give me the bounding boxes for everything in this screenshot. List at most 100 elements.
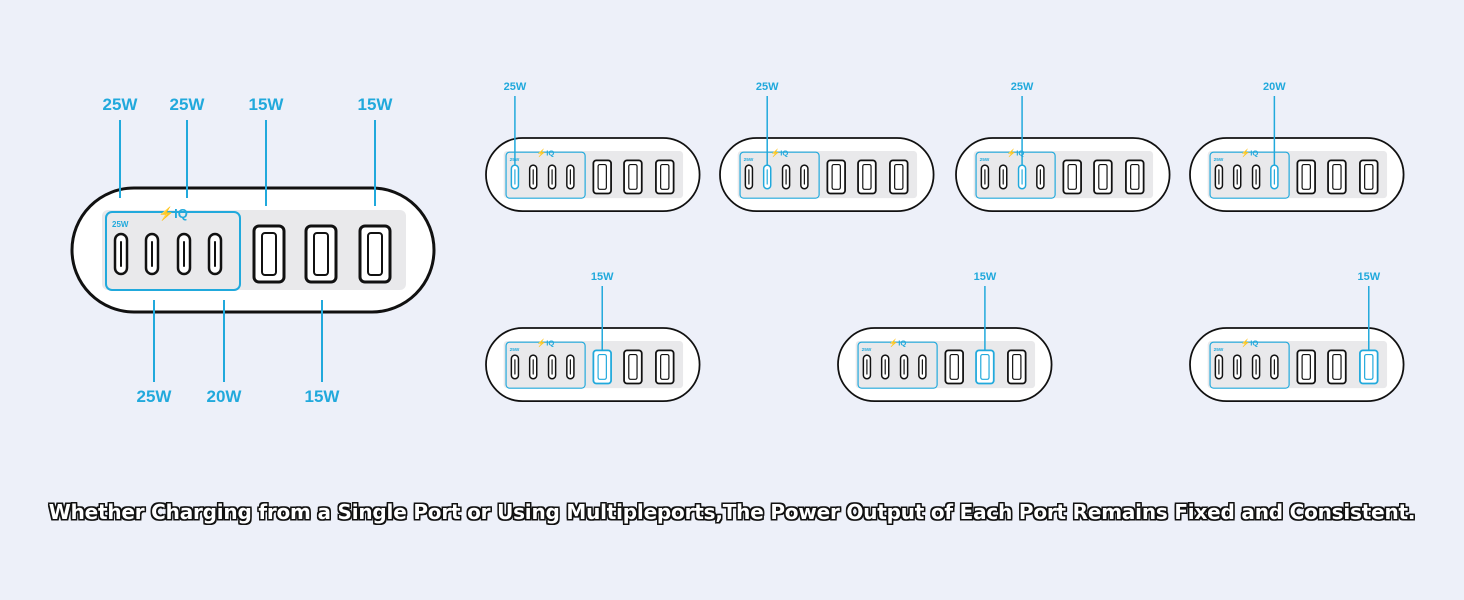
scenario-3-charger-usba-inner-2 [1098, 163, 1108, 190]
scenario-4-charger: ⚡IQ 25W [1189, 137, 1405, 213]
scenario-2-charger-usba-port-2 [857, 159, 877, 195]
scenario-2-charger-port-rating: 25W [744, 157, 754, 163]
scenario-4-charger-usba-inner-3 [1364, 163, 1374, 190]
scenario-1-charger-usba-port-2 [623, 159, 643, 195]
main-charger-unit-usba-port-1 [252, 224, 286, 284]
scenario-6-charger: ⚡IQ 25W [837, 327, 1053, 403]
scenario-1-label: 25W [504, 81, 527, 93]
scenario-7: ⚡IQ 25W 15W [1189, 271, 1405, 403]
main-top-label-1: 25W [103, 95, 139, 114]
scenario-7-charger-usba-port-3 [1359, 349, 1379, 385]
scenario-1-charger-usba-inner-2 [628, 163, 638, 190]
scenario-7-charger-usba-inner-3 [1364, 353, 1374, 380]
scenario-4-charger-usba-inner-2 [1332, 163, 1342, 190]
scenario-6-charger-iq-box [857, 341, 938, 389]
scenario-2-charger-usba-inner-1 [831, 163, 841, 190]
scenario-6: ⚡IQ 25W 15W [837, 271, 1053, 403]
scenario-3-charger: ⚡IQ 25W [955, 137, 1171, 213]
scenario-4-charger-usba-port-1 [1296, 159, 1316, 195]
scenario-3-charger-usba-port-3 [1125, 159, 1145, 195]
scenario-4-charger-port-rating: 25W [1214, 157, 1224, 163]
scenario-5-label: 15W [591, 271, 614, 283]
scenario-6-charger-usba-inner-2 [980, 353, 990, 380]
scenario-2-charger-usba-port-3 [889, 159, 909, 195]
scenario-3-charger-usba-port-1 [1062, 159, 1082, 195]
main-top-label-3: 15W [249, 95, 285, 114]
scenario-2-charger-iq-box [739, 151, 820, 199]
main-charger-unit-usba-inner-2 [313, 232, 329, 276]
main-charger-unit-usba-inner-1 [261, 232, 277, 276]
scenario-5-charger-iq-badge: ⚡IQ [537, 339, 555, 348]
scenario-7-label: 15W [1357, 271, 1380, 283]
scenario-5-charger-usba-port-1 [592, 349, 612, 385]
main-charger-unit-usba-port-2 [304, 224, 338, 284]
main-bottom-label-2: 20W [207, 387, 243, 406]
scenario-7-charger: ⚡IQ 25W [1189, 327, 1405, 403]
scenario-6-charger-iq-badge: ⚡IQ [889, 339, 907, 348]
scenario-3-charger-iq-box [975, 151, 1056, 199]
scenario-7-charger-usba-port-2 [1327, 349, 1347, 385]
scenario-2-label: 25W [756, 81, 779, 93]
scenario-5-charger-usba-port-2 [623, 349, 643, 385]
scenario-6-label: 15W [974, 271, 997, 283]
scenario-4-charger-usba-inner-1 [1301, 163, 1311, 190]
caption: Whether Charging from a Single Port or U… [48, 500, 1416, 524]
scenario-2: ⚡IQ 25W 25W [719, 81, 935, 213]
main-top-label-2: 25W [170, 95, 206, 114]
scenario-5-charger-usba-port-3 [655, 349, 675, 385]
scenario-5-charger-usba-inner-1 [597, 353, 607, 380]
scenario-3-charger-usba-port-2 [1093, 159, 1113, 195]
scenario-7-charger-usba-inner-1 [1301, 353, 1311, 380]
scenario-1-charger-usba-inner-3 [660, 163, 670, 190]
scenario-3-label: 25W [1011, 81, 1034, 93]
scenario-5-charger-usba-inner-3 [660, 353, 670, 380]
scenario-6-charger-usba-inner-1 [949, 353, 959, 380]
main-bottom-label-3: 15W [305, 387, 341, 406]
scenario-chargers: ⚡IQ25W25W⚡IQ25W25W⚡IQ25W25W⚡IQ25W20W⚡IQ2… [485, 81, 1405, 403]
scenario-3-charger-usba-inner-3 [1130, 163, 1140, 190]
main-charger-unit: ⚡IQ 25W [70, 186, 436, 314]
scenario-1-charger-iq-box [505, 151, 586, 199]
scenario-3: ⚡IQ 25W 25W [955, 81, 1171, 213]
main-bottom-label-1: 25W [137, 387, 173, 406]
scenario-2-charger-usba-inner-2 [862, 163, 872, 190]
scenario-1-charger-usba-inner-1 [597, 163, 607, 190]
scenario-4-charger-usba-port-2 [1327, 159, 1347, 195]
scenario-7-charger-usba-inner-2 [1332, 353, 1342, 380]
scenario-6-charger-usba-inner-3 [1012, 353, 1022, 380]
scenario-1-charger-usba-port-1 [592, 159, 612, 195]
scenario-7-charger-iq-badge: ⚡IQ [1241, 339, 1259, 348]
main-charger-unit-usba-inner-3 [367, 232, 383, 276]
main-charger: ⚡IQ 25W 25W 25W 15W 15W 25W 20W 15W [70, 95, 436, 406]
scenario-5-charger-usba-inner-2 [628, 353, 638, 380]
scenario-4-charger-usba-port-3 [1359, 159, 1379, 195]
scenario-2-charger-iq-badge: ⚡IQ [771, 149, 789, 158]
scenario-6-charger-port-rating: 25W [862, 347, 872, 353]
main-charger-unit-usba-port-3 [358, 224, 392, 284]
scenario-7-charger-iq-box [1209, 341, 1290, 389]
scenario-3-charger-iq-badge: ⚡IQ [1007, 149, 1025, 158]
scenario-6-charger-usba-port-1 [944, 349, 964, 385]
main-charger-unit-iq-box [105, 211, 241, 291]
main-top-label-4: 15W [358, 95, 394, 114]
scenario-2-charger-usba-inner-3 [894, 163, 904, 190]
scenario-3-charger-usba-inner-1 [1067, 163, 1077, 190]
scenario-4-charger-iq-box [1209, 151, 1290, 199]
scenario-1-charger-usba-port-3 [655, 159, 675, 195]
scenario-7-charger-port-rating: 25W [1214, 347, 1224, 353]
scenario-4-charger-iq-badge: ⚡IQ [1241, 149, 1259, 158]
main-charger-unit-iq-badge: ⚡IQ [158, 206, 188, 222]
scenario-2-charger-usba-port-1 [826, 159, 846, 195]
scenario-2-charger: ⚡IQ 25W [719, 137, 935, 213]
scenario-6-charger-usba-port-2 [975, 349, 995, 385]
scenario-3-charger-port-rating: 25W [980, 157, 990, 163]
main-charger-unit-port-rating: 25W [112, 220, 129, 229]
scenario-7-charger-usba-port-1 [1296, 349, 1316, 385]
scenario-1-charger-iq-badge: ⚡IQ [537, 149, 555, 158]
